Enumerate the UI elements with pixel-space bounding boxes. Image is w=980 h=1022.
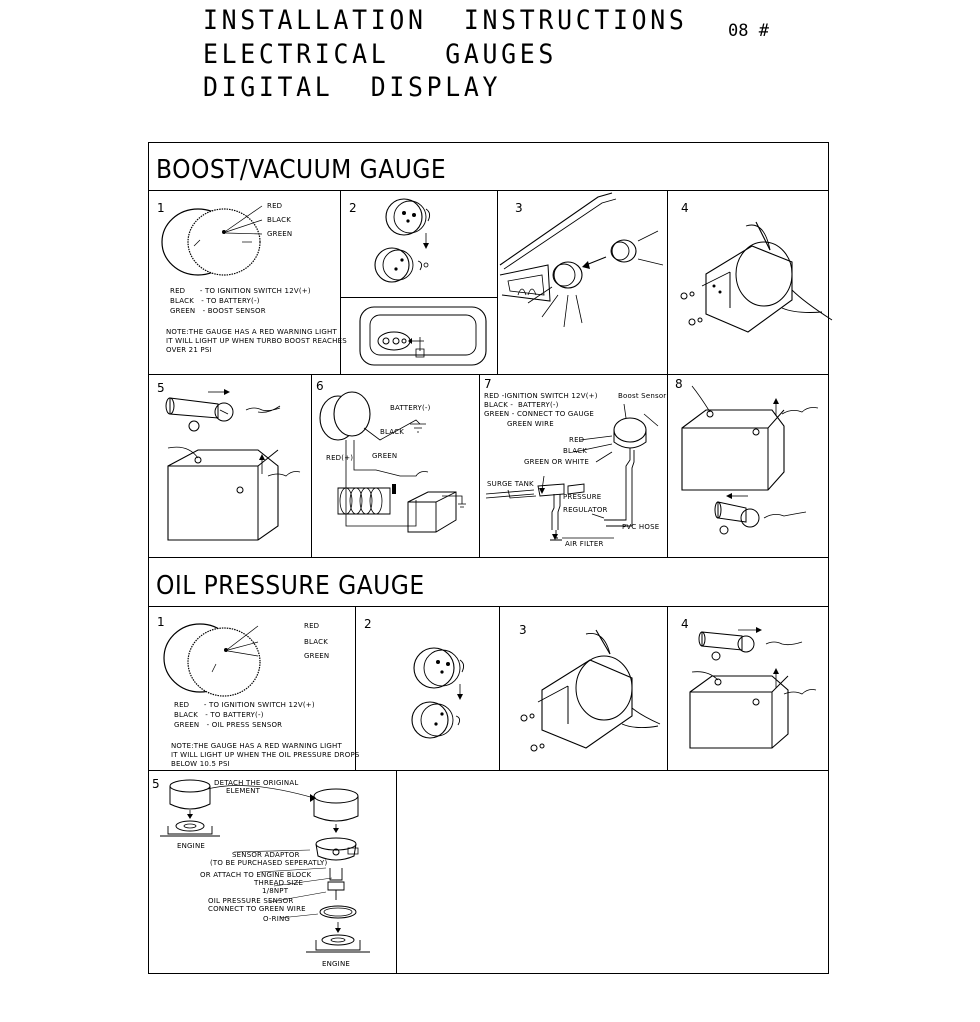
warning-note-3: BELOW 10.5 PSI bbox=[171, 760, 230, 768]
step-number: 2 bbox=[364, 617, 372, 631]
boost-sensor-diagram bbox=[484, 390, 664, 555]
header-line-1: INSTALLATION INSTRUCTIONS bbox=[203, 5, 688, 36]
thread-label-2: 1/8NPT bbox=[262, 887, 289, 895]
step-number: 3 bbox=[519, 623, 527, 637]
bracket-mount-illustration bbox=[510, 620, 665, 768]
surge-tank-label: SURGE TANK bbox=[487, 480, 534, 488]
gauge-mounting-illustration bbox=[362, 195, 492, 295]
legend-black: BLACK - TO BATTERY(-) bbox=[170, 297, 260, 305]
divider bbox=[340, 297, 497, 298]
divider bbox=[667, 190, 668, 374]
step-number: 5 bbox=[157, 381, 165, 395]
wire-label-black: BLACK bbox=[304, 638, 329, 646]
engine-label-bottom: ENGINE bbox=[322, 960, 351, 968]
step-number: 4 bbox=[681, 617, 689, 631]
bracket-mount-illustration bbox=[672, 200, 827, 370]
legend-green: GREEN - OIL PRESS SENSOR bbox=[174, 721, 283, 729]
warning-note-3: OVER 21 PSI bbox=[166, 346, 212, 354]
step-number: 8 bbox=[675, 377, 683, 391]
boost-section-title: BOOST/VACUUM GAUGE bbox=[156, 155, 447, 185]
black-wire-label: BLACK bbox=[380, 428, 405, 436]
step-number: 6 bbox=[316, 379, 324, 393]
sensor-label-1: OIL PRESSURE SENSOR bbox=[208, 897, 294, 905]
step-number: 4 bbox=[681, 201, 689, 215]
divider bbox=[497, 190, 498, 374]
divider bbox=[667, 374, 668, 557]
wiring-note-3: GREEN - CONNECT TO GAUGE bbox=[484, 410, 595, 418]
wiring-note-2: BLACK - BATTERY(-) bbox=[484, 401, 559, 409]
battery-connection-illustration bbox=[158, 389, 308, 555]
regulator-label: REGULATOR bbox=[563, 506, 608, 514]
red-wire-label: RED(+) bbox=[326, 454, 354, 462]
warning-note-1: NOTE:THE GAUGE HAS A RED WARNING LIGHT bbox=[171, 742, 342, 750]
warning-note-2: IT WILL LIGHT UP WHEN TURBO BOOST REACHE… bbox=[166, 337, 347, 345]
gauge-back-illustration bbox=[160, 618, 340, 698]
warning-note-1: NOTE:THE GAUGE HAS A RED WARNING LIGHT bbox=[166, 328, 337, 336]
step-number: 1 bbox=[157, 615, 165, 629]
boost-sensor-label: Boost Sensor bbox=[618, 392, 667, 400]
black-label: BLACK bbox=[563, 447, 588, 455]
wiring-note-1: RED -IGNITION SWITCH 12V(+) bbox=[484, 392, 598, 400]
header-line-3: DIGITAL DISPLAY bbox=[203, 72, 502, 103]
divider bbox=[479, 374, 480, 557]
instruction-frame bbox=[148, 142, 829, 974]
adaptor-label-3: OR ATTACH TO ENGINE BLOCK bbox=[200, 871, 312, 879]
divider bbox=[355, 606, 356, 770]
battery-connection-illustration bbox=[672, 627, 827, 768]
pvc-hose-label: PVC HOSE bbox=[622, 523, 660, 531]
wire-label-green: GREEN bbox=[304, 652, 330, 660]
divider bbox=[396, 770, 397, 974]
legend-black: BLACK - TO BATTERY(-) bbox=[174, 711, 264, 719]
divider bbox=[148, 190, 829, 191]
adaptor-label-1: SENSOR ADAPTOR bbox=[232, 851, 300, 859]
divider bbox=[148, 374, 829, 375]
header-line-2: ELECTRICAL GAUGES bbox=[203, 39, 558, 70]
divider bbox=[499, 606, 500, 770]
divider bbox=[311, 374, 312, 557]
wire-label-green: GREEN bbox=[267, 230, 293, 238]
green-wire-label: GREEN bbox=[372, 452, 398, 460]
divider bbox=[148, 770, 829, 771]
step-number: 3 bbox=[515, 201, 523, 215]
detach-label-1: DETACH THE ORIGINAL bbox=[214, 779, 299, 787]
connection-note bbox=[400, 784, 626, 1022]
wiring-diagram bbox=[316, 380, 476, 555]
adaptor-label-2: (TO BE PURCHASED SEPERATLY) bbox=[210, 859, 328, 867]
legend-green: GREEN - BOOST SENSOR bbox=[170, 307, 266, 315]
step-number: 2 bbox=[349, 201, 357, 215]
step-number: 7 bbox=[484, 377, 492, 391]
oil-section-title: OIL PRESSURE GAUGE bbox=[156, 571, 425, 601]
wire-label-red: RED bbox=[267, 202, 283, 210]
gauge-back-illustration bbox=[160, 200, 340, 280]
divider bbox=[148, 557, 829, 558]
wire-label-black: BLACK bbox=[267, 216, 292, 224]
oring-label: O-RING bbox=[263, 915, 291, 923]
divider bbox=[340, 190, 341, 374]
oil-sensor-exploded-diagram bbox=[150, 772, 395, 972]
pressure-label: PRESSURE bbox=[563, 493, 602, 501]
legend-red: RED - TO IGNITION SWITCH 12V(+) bbox=[174, 701, 315, 709]
divider bbox=[667, 606, 668, 770]
step-number: 1 bbox=[157, 201, 165, 215]
battery-label: BATTERY(-) bbox=[390, 404, 431, 412]
dashboard-mount-illustration bbox=[356, 305, 491, 367]
page-number: 08 # bbox=[728, 21, 769, 41]
air-filter-label: AIR FILTER bbox=[565, 540, 604, 548]
divider bbox=[148, 606, 829, 607]
warning-note-2: IT WILL LIGHT UP WHEN THE OIL PRESSURE D… bbox=[171, 751, 360, 759]
gauge-mounting-illustration bbox=[400, 640, 495, 750]
detach-label-2: ELEMENT bbox=[226, 787, 261, 795]
green-white-label: GREEN OR WHITE bbox=[524, 458, 589, 466]
step-number: 5 bbox=[152, 777, 160, 791]
engine-label-top: ENGINE bbox=[177, 842, 206, 850]
legend-red: RED - TO IGNITION SWITCH 12V(+) bbox=[170, 287, 311, 295]
battery-reconnect-illustration bbox=[672, 380, 827, 555]
dashboard-install-illustration bbox=[498, 191, 666, 371]
wire-label-red: RED bbox=[304, 622, 320, 630]
red-label: RED bbox=[569, 436, 585, 444]
wiring-note-4: GREEN WIRE bbox=[507, 420, 554, 428]
sensor-label-2: CONNECT TO GREEN WIRE bbox=[208, 905, 306, 913]
